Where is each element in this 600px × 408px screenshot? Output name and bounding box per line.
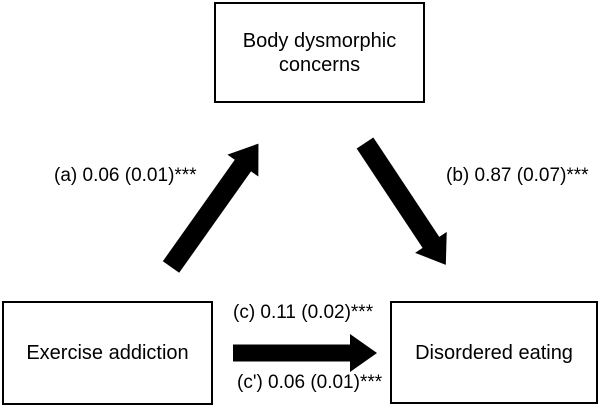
node-mediator-label: Body dysmorphic concerns	[242, 29, 397, 76]
node-predictor-label: Exercise addiction	[26, 342, 189, 364]
node-outcome-label: Disordered eating	[415, 341, 573, 364]
node-mediator: Body dysmorphic concerns	[214, 2, 425, 103]
path-b-coefficient-label: (b) 0.87 (0.07)***	[446, 165, 589, 186]
path-c-prime-coefficient-label: (c') 0.06 (0.01)***	[237, 372, 383, 393]
node-outcome: Disordered eating	[390, 301, 598, 404]
path-a-coefficient-label: (a) 0.06 (0.01)***	[54, 165, 197, 186]
path-c-coefficient-label: (c) 0.11 (0.02)***	[233, 302, 374, 323]
path-a-arrow	[162, 143, 259, 273]
path-b-arrow	[356, 137, 447, 265]
node-predictor: Exercise addiction	[2, 301, 213, 405]
